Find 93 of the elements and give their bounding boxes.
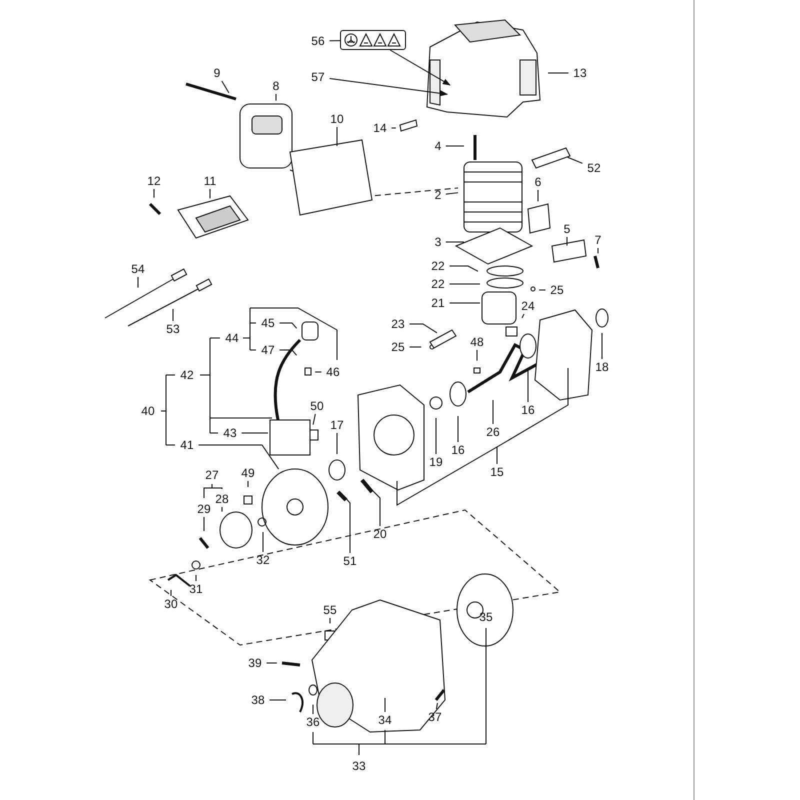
callout-number: 47 bbox=[261, 344, 275, 356]
callout-number: 31 bbox=[189, 583, 203, 595]
callout-number: 9 bbox=[214, 67, 220, 79]
leader-line bbox=[492, 400, 494, 424]
leader-line bbox=[312, 414, 316, 426]
callout-number: 28 bbox=[215, 493, 229, 505]
callout-number: 46 bbox=[326, 366, 340, 378]
leader-line bbox=[279, 322, 298, 329]
callout-number: 41 bbox=[180, 439, 194, 451]
callout-number: 19 bbox=[429, 456, 443, 468]
leader-line bbox=[567, 156, 583, 164]
callout-number: 45 bbox=[261, 317, 275, 329]
callout-number: 32 bbox=[256, 554, 270, 566]
leader-arrow bbox=[329, 78, 448, 96]
callout-number: 42 bbox=[180, 369, 194, 381]
callout-number: 16 bbox=[451, 444, 465, 456]
callout-number: 43 bbox=[223, 427, 237, 439]
leader-line bbox=[262, 532, 264, 552]
leader-line bbox=[312, 704, 314, 714]
callout-number: 39 bbox=[248, 657, 262, 669]
callout-number: 51 bbox=[343, 555, 357, 567]
leader-line bbox=[409, 346, 422, 348]
callout-number: 33 bbox=[352, 760, 366, 772]
callout-number: 37 bbox=[428, 711, 442, 723]
leader-line bbox=[436, 702, 438, 710]
callout-number: 29 bbox=[197, 503, 211, 515]
callout-number: 30 bbox=[164, 598, 178, 610]
leader-line bbox=[266, 662, 278, 664]
leader-line bbox=[221, 80, 230, 94]
callout-number: 4 bbox=[434, 140, 442, 152]
callout-number: 54 bbox=[131, 263, 145, 275]
callout-number: 6 bbox=[534, 176, 542, 188]
warning-sticker bbox=[340, 30, 406, 50]
leader-line bbox=[336, 432, 338, 454]
callout-number: 7 bbox=[594, 234, 602, 246]
leader-line bbox=[476, 350, 478, 362]
callout-number: 22 bbox=[431, 260, 445, 272]
callout-number: 16 bbox=[521, 404, 535, 416]
callout-number: 15 bbox=[490, 466, 504, 478]
callout-number: 26 bbox=[486, 426, 500, 438]
leader-line bbox=[522, 314, 524, 318]
callout-number: 23 bbox=[391, 318, 405, 330]
callout-number: 2 bbox=[434, 189, 442, 201]
callout-number: 25 bbox=[550, 284, 564, 296]
callout-number: 13 bbox=[573, 67, 587, 79]
leader-line bbox=[329, 40, 340, 42]
leader-line bbox=[396, 446, 498, 506]
callout-number: 18 bbox=[595, 361, 609, 373]
callout-number: 5 bbox=[564, 223, 570, 235]
callout-number: 35 bbox=[479, 611, 493, 623]
leader-line bbox=[566, 236, 568, 246]
callout-number: 34 bbox=[378, 714, 392, 726]
callout-number: 55 bbox=[323, 604, 337, 616]
callout-number: 21 bbox=[431, 297, 445, 309]
callout-number: 20 bbox=[373, 528, 387, 540]
leader-line bbox=[172, 308, 174, 322]
callout-number: 36 bbox=[306, 716, 320, 728]
callout-number: 49 bbox=[241, 467, 255, 479]
leader-line bbox=[198, 444, 280, 470]
callout-number: 50 bbox=[310, 400, 324, 412]
leader-line bbox=[336, 126, 338, 146]
callout-number: 40 bbox=[141, 405, 155, 417]
leader-line bbox=[372, 490, 380, 526]
callout-number: 52 bbox=[587, 162, 601, 174]
leader-line bbox=[344, 497, 350, 554]
callout-number: 10 bbox=[330, 113, 344, 125]
leader-line bbox=[384, 698, 386, 712]
callout-number: 12 bbox=[147, 175, 161, 187]
leader-arrow bbox=[390, 50, 451, 86]
leader-line bbox=[445, 192, 459, 195]
leader-line bbox=[241, 432, 268, 434]
leader-line bbox=[170, 590, 172, 596]
callout-number: 44 bbox=[225, 332, 239, 344]
leader-line bbox=[409, 324, 438, 334]
callout-number: 38 bbox=[251, 694, 265, 706]
leader-line bbox=[496, 368, 568, 464]
callout-number: 25 bbox=[391, 341, 405, 353]
callout-number: 24 bbox=[521, 300, 535, 312]
leader-line bbox=[449, 266, 478, 272]
callout-number: 48 bbox=[470, 336, 484, 348]
callout-number: 14 bbox=[373, 122, 387, 134]
callout-number: 57 bbox=[311, 71, 325, 83]
callout-number: 27 bbox=[205, 469, 219, 481]
callout-number: 3 bbox=[434, 236, 442, 248]
callout-number: 17 bbox=[330, 419, 344, 431]
callout-number: 8 bbox=[272, 80, 280, 92]
callout-number: 22 bbox=[431, 278, 445, 290]
callout-number: 11 bbox=[204, 175, 216, 187]
leader-line bbox=[449, 302, 480, 304]
callout-number: 53 bbox=[166, 323, 180, 335]
leader-line bbox=[279, 350, 298, 356]
callout-number: 56 bbox=[311, 35, 325, 47]
leader-line bbox=[548, 72, 569, 74]
